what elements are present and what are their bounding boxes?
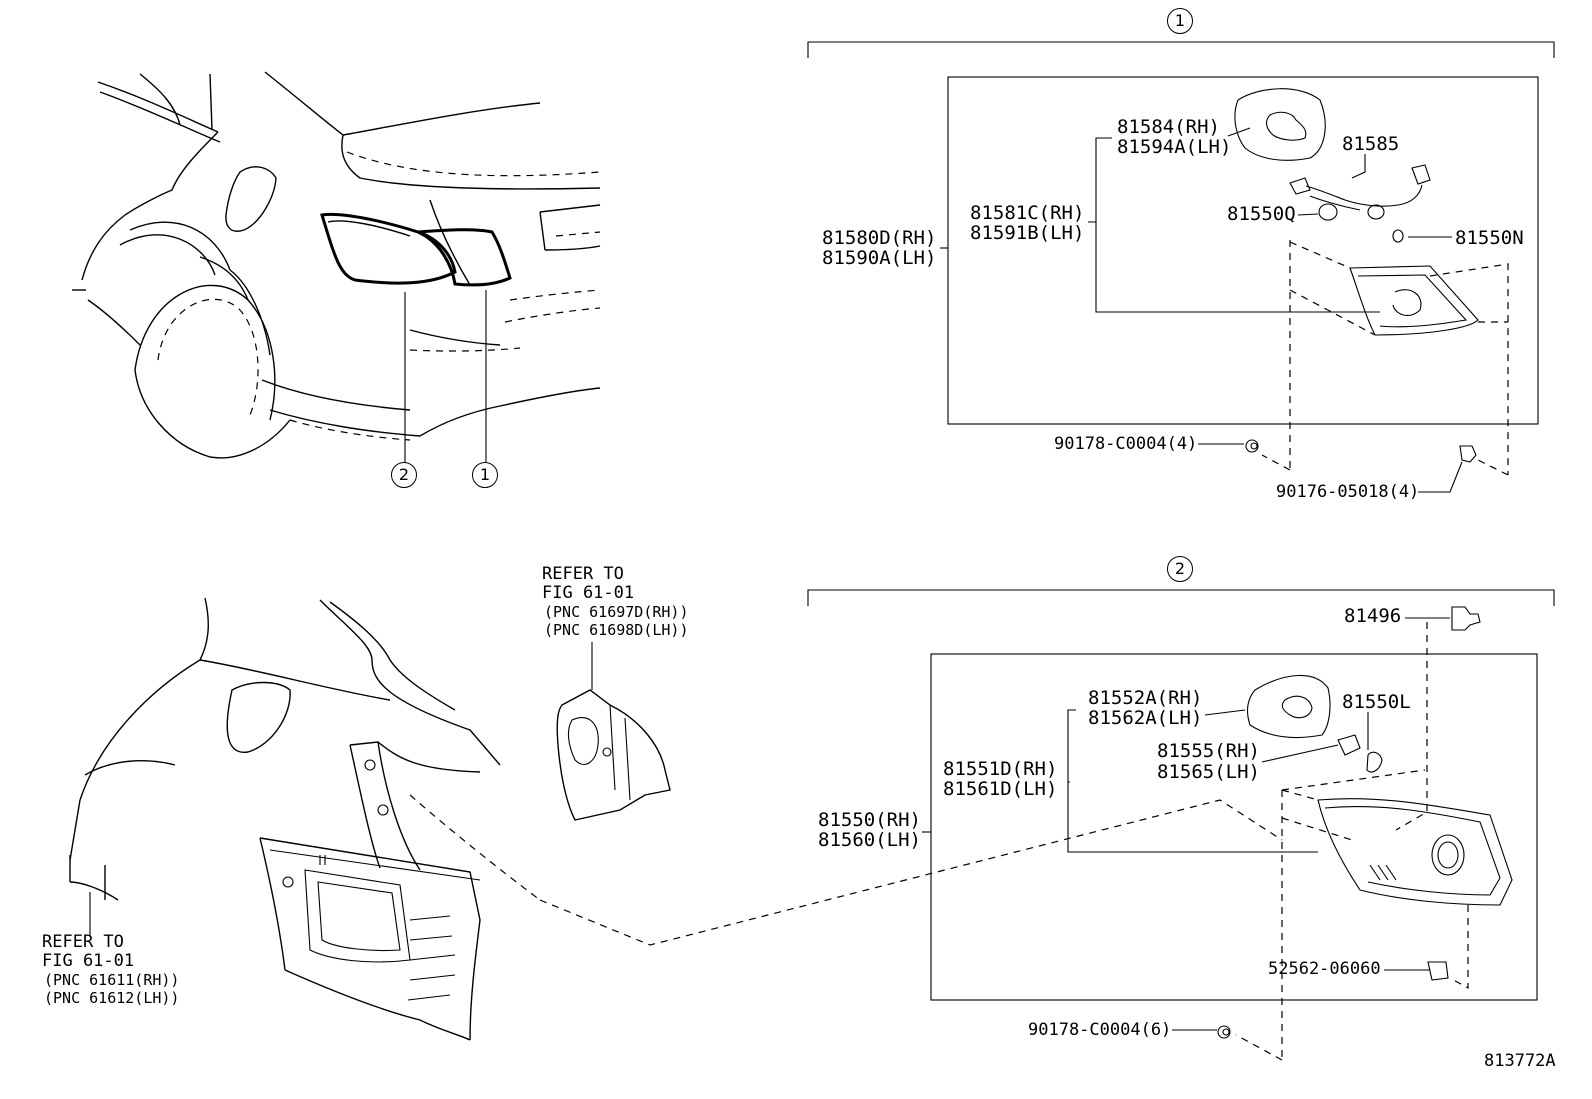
fender-inner-illustration (69, 597, 1283, 1041)
label-gasket-2-lh: 81562A(LH) (1088, 707, 1203, 729)
label-socket-wire-1: 81585 (1342, 133, 1400, 155)
assembly-2-linework (807, 589, 1555, 1061)
label-bulb-n-1: 81550N (1455, 227, 1524, 249)
label-gasket-2-rh: 81552A(RH) (1088, 687, 1203, 709)
label-lamp-assy-2-lh: 81560(LH) (818, 829, 921, 851)
callout-2-car: 2 (391, 462, 417, 488)
label-gasket-1-rh: 81584(RH) (1117, 116, 1220, 138)
refer-bottom-line1: REFER TO (42, 932, 124, 952)
refer-top-line1: REFER TO (542, 564, 624, 584)
label-socket-2-lh: 81565(LH) (1157, 761, 1260, 783)
refer-top-line2: FIG 61-01 (542, 583, 635, 603)
callout-1-top: 1 (1167, 8, 1193, 34)
label-nut-2: 90178-C0004(6) (1028, 1020, 1172, 1040)
vehicle-rear-quarter-illustration (72, 71, 601, 462)
label-gasket-1-lh: 81594A(LH) (1117, 136, 1232, 158)
label-lamp-assy-1-rh: 81580D(RH) (822, 227, 937, 249)
refer-bottom-line3: (PNC 61611(RH)) (44, 971, 180, 989)
label-bulb-l-2: 81550L (1342, 691, 1411, 713)
refer-top-line4: (PNC 61698D(LH)) (544, 621, 689, 639)
label-screw-1: 90176-05018(4) (1276, 482, 1420, 502)
inner-panel-illustration (556, 642, 671, 821)
assembly-1-linework (807, 41, 1555, 493)
label-lamp-assy-2-rh: 81550(RH) (818, 809, 921, 831)
callout-1-car: 1 (472, 462, 498, 488)
label-clip-2: 81496 (1344, 605, 1402, 627)
callout-2-top: 2 (1167, 556, 1193, 582)
label-lamp-assy-1-lh: 81590A(LH) (822, 247, 937, 269)
label-bulb-q-1: 81550Q (1227, 203, 1296, 225)
refer-top-line3: (PNC 61697D(RH)) (544, 603, 689, 621)
refer-bottom-line2: FIG 61-01 (42, 951, 135, 971)
refer-bottom-line4: (PNC 61612(LH)) (44, 989, 180, 1007)
label-lens-body-2-rh: 81551D(RH) (943, 758, 1058, 780)
label-lens-body-1-rh: 81581C(RH) (970, 202, 1085, 224)
label-retainer-2: 52562-06060 (1268, 959, 1381, 979)
diagram-id: 813772A (1484, 1051, 1556, 1071)
label-socket-2-rh: 81555(RH) (1157, 740, 1260, 762)
label-nut-1: 90178-C0004(4) (1054, 434, 1198, 454)
label-lens-body-1-lh: 81591B(LH) (970, 222, 1085, 244)
label-lens-body-2-lh: 81561D(LH) (943, 778, 1058, 800)
